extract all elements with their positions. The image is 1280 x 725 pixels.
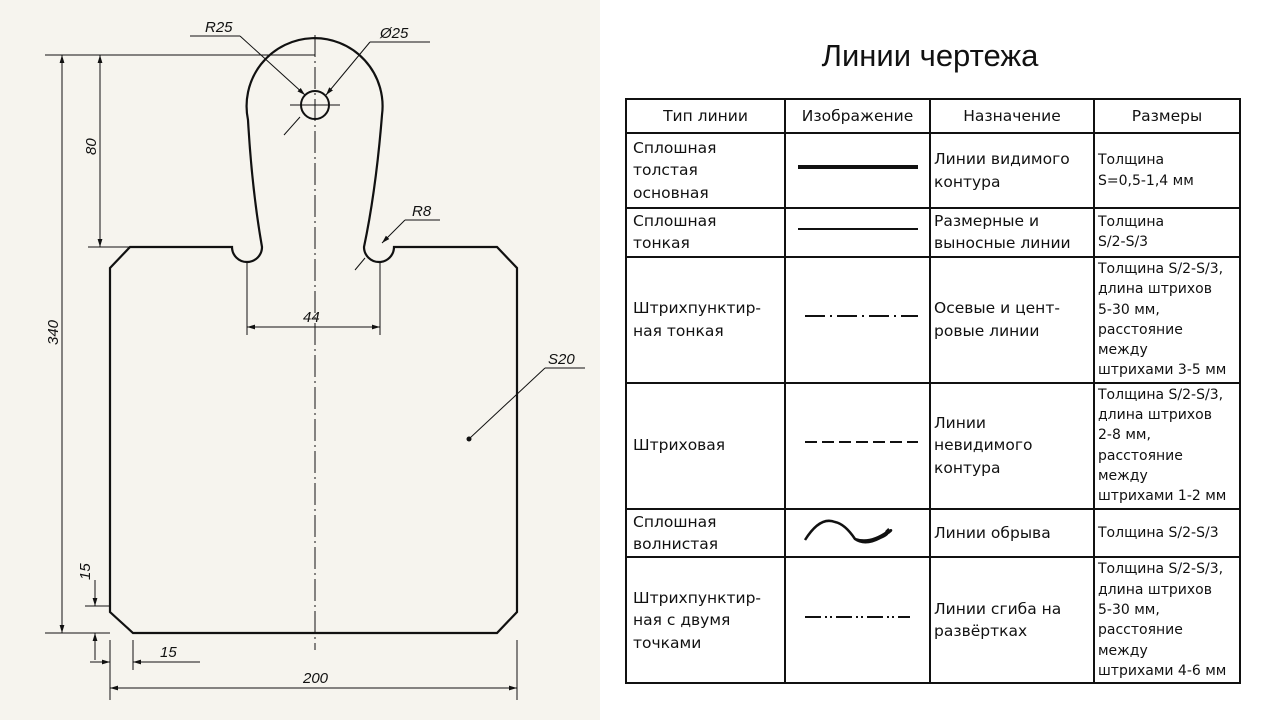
- purpose-cell: Линии невидимого контура: [929, 381, 1095, 510]
- dimension-lines: [59, 35, 585, 691]
- label-200: 200: [302, 670, 329, 687]
- label-r25: R25: [205, 19, 233, 36]
- size-cell: Толщина S=0,5-1,4 мм: [1093, 132, 1241, 209]
- label-15-v: 15: [77, 563, 94, 580]
- header-size: Размеры: [1093, 98, 1241, 134]
- header-image: Изображение: [784, 98, 931, 134]
- size-cell: Толщина S/2-S/3, длина штрихов 5-30 мм, …: [1093, 255, 1241, 384]
- size-cell: Толщина S/2-S/3, длина штрихов 2-8 мм, р…: [1093, 381, 1241, 510]
- purpose-cell: Линии видимого контура: [929, 132, 1095, 209]
- label-d25: Ø25: [379, 25, 409, 42]
- part-drawing-svg: R25 Ø25 R8 S20 44 200 15 80 340 15: [45, 19, 585, 700]
- line-type-cell: Сплошная толстая основная: [625, 132, 786, 209]
- table-row: Штрихпунктир- ная с двумя точками Линии …: [625, 556, 1241, 685]
- size-cell: Толщина S/2-S/3: [1093, 207, 1241, 258]
- purpose-cell: Линии обрыва: [929, 507, 1095, 559]
- label-r8: R8: [412, 203, 432, 220]
- leader-dot: [466, 436, 472, 442]
- line-type-cell: Сплошная тонкая: [625, 207, 786, 258]
- label-s20: S20: [548, 351, 575, 368]
- line-image-cell: [784, 255, 931, 384]
- line-image-cell: [784, 132, 931, 209]
- table-row: Штрихпунктир- ная тонкая Осевые и цент- …: [625, 255, 1241, 384]
- slide-title: Линии чертежа: [821, 38, 1039, 73]
- purpose-cell: Размерные и выносные линии: [929, 207, 1095, 258]
- line-type-cell: Штриховая: [625, 381, 786, 510]
- line-sample-solid-thin: [797, 227, 918, 230]
- table-row: Сплошная тонкая Размерные и выносные лин…: [625, 207, 1241, 258]
- header-type: Тип линии: [625, 98, 786, 134]
- label-80: 80: [83, 138, 100, 155]
- extension-lines: [45, 54, 518, 700]
- part-contour: [108, 37, 519, 635]
- line-type-cell: Штрихпунктир- ная с двумя точками: [625, 556, 786, 685]
- line-image-cell: [784, 207, 931, 258]
- table-row: Сплошная толстая основная Линии видимого…: [625, 132, 1241, 209]
- line-sample-dash-dot: [804, 315, 918, 318]
- size-cell: Толщина S/2-S/3, длина штрихов 5-30 мм, …: [1093, 556, 1241, 685]
- line-sample-wavy: [803, 520, 892, 544]
- technical-drawing: R25 Ø25 R8 S20 44 200 15 80 340 15: [0, 0, 600, 720]
- line-types-table: Тип линии Изображение Назначение Размеры…: [625, 98, 1241, 685]
- table-row: Штриховая Линии невидимого контура Толщи…: [625, 381, 1241, 510]
- size-cell: Толщина S/2-S/3: [1093, 507, 1241, 559]
- line-sample-dashed: [804, 441, 918, 444]
- line-type-cell: Штрихпунктир- ная тонкая: [625, 255, 786, 384]
- line-type-cell: Сплошная волнистая: [625, 507, 786, 559]
- line-sample-dash-dot-dot: [804, 615, 910, 618]
- label-15-h: 15: [160, 644, 177, 661]
- line-image-cell: [784, 556, 931, 685]
- label-340: 340: [45, 319, 62, 345]
- label-44: 44: [303, 309, 320, 326]
- header-purpose: Назначение: [929, 98, 1095, 134]
- table-row: Сплошная волнистая Линии обрыва Толщина …: [625, 507, 1241, 559]
- purpose-cell: Осевые и цент- ровые линии: [929, 255, 1095, 384]
- purpose-cell: Линии сгиба на развёртках: [929, 556, 1095, 685]
- line-sample-solid-thick: [797, 164, 918, 169]
- line-image-cell: [784, 507, 931, 559]
- line-image-cell: [784, 381, 931, 510]
- table-header-row: Тип линии Изображение Назначение Размеры: [625, 98, 1241, 134]
